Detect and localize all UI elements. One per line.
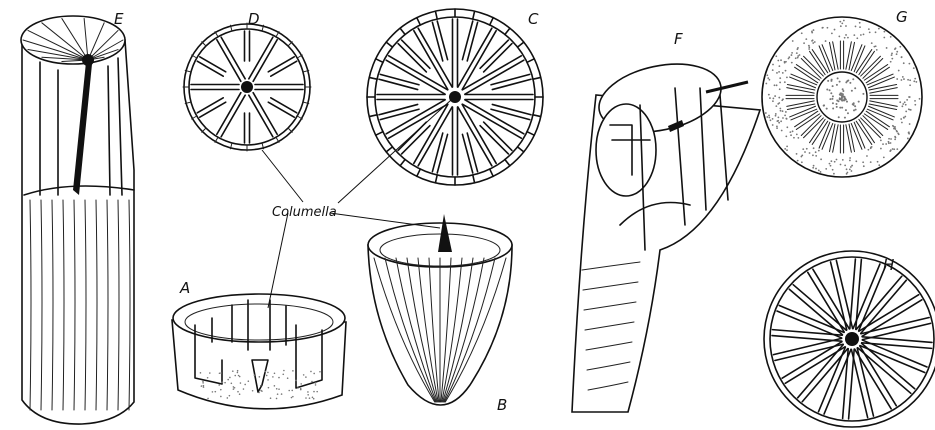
figure-d-cross-section: [183, 23, 311, 151]
figure-e-corallite: [21, 16, 134, 424]
label-e: E: [114, 10, 124, 28]
figure-c-cross-section: [367, 9, 543, 185]
label-g: G: [896, 8, 908, 26]
label-c: C: [528, 10, 539, 28]
figure-h-disc: [764, 251, 935, 427]
figure-f-curved-corallite: [572, 54, 760, 412]
label-columella: Columella: [272, 205, 337, 220]
label-b: B: [497, 396, 507, 414]
label-h: H: [883, 256, 894, 274]
label-f: F: [674, 30, 683, 48]
label-d: D: [248, 10, 260, 28]
label-a: A: [179, 279, 190, 297]
figure-b-cone: [368, 214, 512, 405]
figure-a-cup: [172, 294, 346, 409]
figure-g-disc: [762, 17, 922, 177]
